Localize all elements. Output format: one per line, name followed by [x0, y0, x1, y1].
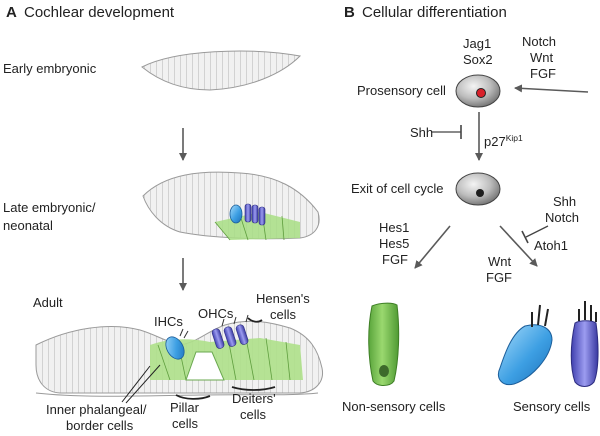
pillar-bracket — [175, 394, 211, 400]
nonsensory-cell — [368, 302, 400, 386]
label-nonsensory-cells: Non-sensory cells — [342, 399, 446, 414]
label-hes5: Hes5 — [379, 236, 409, 251]
label-atoh1: Atoh1 — [534, 238, 568, 253]
pointer-inner-phalangeal-1 — [121, 365, 151, 403]
early-embryonic-epithelium — [141, 50, 302, 91]
prosensory-nucleus — [476, 88, 486, 98]
label-inner-phalangeal-line2: border cells — [66, 418, 134, 433]
arrow-to-nonsensory — [414, 225, 451, 269]
label-p27: p27Kip1 — [484, 133, 523, 149]
label-shh-right: Shh — [553, 194, 576, 209]
label-hensens-line1: Hensen's — [256, 291, 310, 306]
label-ohcs: OHCs — [198, 306, 234, 321]
deiters-bracket — [231, 386, 276, 391]
label-exit-cell-cycle: Exit of cell cycle — [351, 181, 443, 196]
label-pillar-line2: cells — [172, 416, 199, 431]
label-inner-phalangeal-line1: Inner phalangeal/ — [46, 402, 147, 417]
exit-cell — [455, 172, 501, 206]
adult-ohc-cell — [223, 326, 237, 347]
exit-cell-nucleus — [476, 189, 484, 197]
tunnel-of-corti — [185, 351, 225, 381]
late-ohc-cell — [244, 203, 252, 223]
arrow-signals-to-prosensory — [514, 84, 589, 93]
hensens-bracket — [247, 317, 263, 323]
label-hensens-line2: cells — [270, 307, 297, 322]
stage-late-embryonic-line1: Late embryonic/ — [3, 200, 96, 215]
nonsensory-cell-nucleus — [379, 365, 389, 377]
notch-inhibition-bar — [521, 230, 529, 244]
label-ihcs: IHCs — [154, 314, 183, 329]
label-prosensory-cell: Prosensory cell — [357, 83, 446, 98]
arrow-to-sensory — [499, 225, 538, 267]
adult-ihc-cell — [165, 336, 185, 360]
label-notch-right: Notch — [545, 210, 579, 225]
label-notch-top: Notch — [522, 34, 556, 49]
pointer-inner-phalangeal-2 — [125, 364, 161, 404]
label-deiters-line2: cells — [240, 407, 267, 422]
sensory-ihc-cell — [497, 304, 553, 386]
panel-a-letter: A — [6, 4, 17, 21]
late-embryonic-epithelium — [142, 171, 320, 241]
panel-b-title: Cellular differentiation — [362, 4, 507, 21]
late-ohc-cell — [251, 204, 259, 224]
stage-late-embryonic-line2: neonatal — [3, 218, 53, 233]
label-fgf-left: FGF — [382, 252, 408, 267]
panel-b-letter: B — [344, 4, 355, 21]
adult-ohc-cell — [235, 324, 249, 345]
label-pillar-line1: Pillar — [170, 400, 200, 415]
late-ohc-cell — [258, 206, 266, 226]
notch-inhibition-line — [525, 225, 549, 238]
label-fgf-mid: FGF — [486, 270, 512, 285]
sensory-ohc-cell — [570, 301, 599, 387]
label-hes1: Hes1 — [379, 220, 409, 235]
panel-a-title: Cochlear development — [24, 4, 175, 21]
label-deiters-line1: Deiters' — [232, 391, 276, 406]
label-jag1: Jag1 — [463, 36, 491, 51]
label-shh-left: Shh — [410, 125, 433, 140]
label-fgf-top: FGF — [530, 66, 556, 81]
label-wnt-mid: Wnt — [488, 254, 512, 269]
stage-early-embryonic: Early embryonic — [3, 61, 97, 76]
label-wnt-top: Wnt — [530, 50, 554, 65]
adult-organ-of-corti — [35, 314, 324, 397]
adult-ohc-cell — [211, 328, 225, 349]
stage-adult: Adult — [33, 295, 63, 310]
late-ihc-cell — [229, 204, 243, 224]
label-sox2: Sox2 — [463, 52, 493, 67]
label-sensory-cells: Sensory cells — [513, 399, 591, 414]
